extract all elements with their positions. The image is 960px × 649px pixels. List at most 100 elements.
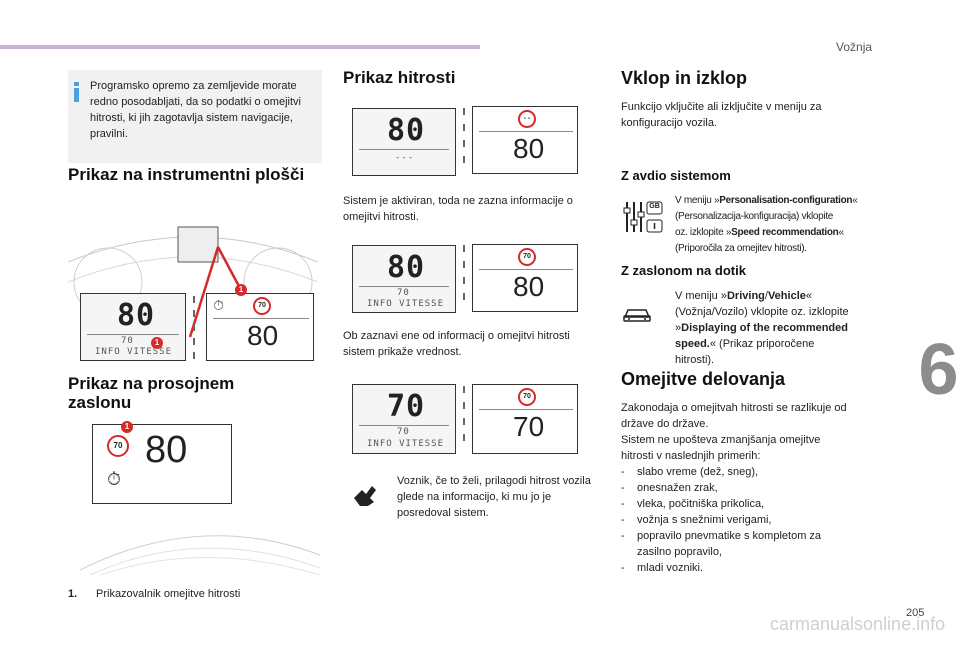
heading-hud: Prikaz na prosojnem zaslonu [68, 374, 235, 412]
separator [193, 352, 195, 359]
gb-label: GB [649, 203, 660, 210]
touch-line-2: (Vožnja/Vozilo) vklopite oz. izklopite [675, 306, 849, 318]
bullet-dash: - [621, 562, 625, 574]
intro-text: Funkcijo vključite ali izključite v meni… [621, 101, 822, 129]
text-detected: Ob zaznavi ene od informacij o omejitvi … [343, 330, 570, 358]
touch-line-4: speed.« (Prikaz priporočene [675, 338, 815, 350]
bullet-dash: - [621, 482, 625, 494]
speed-value: 80 [387, 113, 426, 148]
windshield-illustration [80, 500, 320, 575]
chapter-number: 6 [917, 315, 960, 425]
bullet-dash: - [621, 530, 625, 542]
heading-speed-display: Prikaz hitrosti [343, 68, 456, 87]
divider [213, 318, 309, 319]
divider [479, 131, 573, 132]
limits-line-4: hitrosti v naslednjih primerih: [621, 450, 761, 462]
separator [463, 277, 465, 284]
separator [193, 324, 195, 331]
separator [193, 310, 195, 317]
separator [463, 386, 465, 393]
separator [193, 296, 195, 303]
hud-sign: 70 [107, 435, 129, 457]
alt-speed: 80 [513, 271, 545, 302]
separator [463, 261, 465, 268]
car-icon [622, 304, 652, 324]
display-detected: 80 70 INFO VITESSE [352, 245, 456, 313]
callout-marker: 1 [151, 337, 163, 349]
cluster-alt-speed: 80 [247, 320, 279, 351]
separator [193, 338, 195, 345]
header-bar [0, 45, 480, 49]
divider [359, 149, 449, 150]
separator [463, 418, 465, 425]
heading-cluster: Prikaz na instrumentni plošči [68, 165, 305, 184]
info-label: INFO VITESSE [367, 439, 445, 449]
separator [463, 108, 465, 115]
divider [479, 269, 573, 270]
speed-value: 70 [387, 389, 426, 424]
text-no-info: Sistem je aktiviran, toda ne zazna infor… [343, 195, 573, 223]
footnote-number: 1. [68, 588, 78, 600]
audio-line-1: V meniju »Personalisation-configuration« [675, 195, 858, 206]
limit-value: --- [395, 153, 415, 163]
separator [463, 124, 465, 131]
separator [463, 245, 465, 252]
display-adjusted-alt: 70 70 [472, 384, 578, 454]
display-adjusted: 70 70 INFO VITESSE [352, 384, 456, 454]
callout-marker: 1 [235, 284, 247, 296]
watermark: carmanualsonline.info [770, 614, 946, 634]
limits-line-1: Zakonodaja o omejitvah hitrosti se razli… [621, 402, 847, 414]
heading-touch: Z zaslonom na dotik [621, 263, 746, 278]
list-item: zasilno popravilo, [637, 546, 722, 558]
page-number: 205 [906, 607, 925, 619]
limits-line-2: države do države. [621, 418, 709, 430]
display-no-info-alt: - - 80 [472, 106, 578, 174]
limits-line-3: Sistem ne upošteva zmanjšanja omejitve [621, 434, 821, 446]
info-icon [74, 82, 79, 102]
heading-audio: Z avdio sistemom [621, 168, 731, 183]
list-item: mladi vozniki. [637, 562, 704, 574]
text-driver-adjusts: Voznik, če to želi, prilagodi hitrost vo… [397, 475, 591, 519]
divider [359, 425, 449, 426]
speed-sign: 70 [518, 388, 536, 406]
separator [463, 140, 465, 147]
alt-speed: 80 [513, 133, 545, 164]
cluster-limit: 70 [121, 336, 134, 346]
speed-value: 80 [387, 250, 426, 285]
divider [359, 286, 449, 287]
touch-line-1: V meniju »Driving/Vehicle« [675, 290, 812, 302]
speedometer-icon: ⏱ [107, 469, 122, 489]
dashboard-illustration [68, 222, 318, 358]
list-item: onesnažen zrak, [637, 482, 718, 494]
separator [463, 293, 465, 300]
speedometer-icon: ⏱ [213, 297, 224, 313]
bullet-dash: - [621, 466, 625, 478]
section-title: Vožnja [836, 40, 873, 54]
speed-sign: 70 [253, 297, 271, 315]
audio-settings-icon: GB [622, 198, 664, 236]
info-box: Programsko opremo za zemljevide morate r… [68, 70, 322, 163]
hud-display: 70 80 ⏱ [92, 424, 232, 504]
limit-value: 70 [397, 288, 410, 298]
speed-sign: 70 [518, 248, 536, 266]
cluster-info: INFO VITESSE [95, 347, 173, 357]
touch-line-3: »Displaying of the recommended [675, 322, 848, 334]
info-text: Programsko opremo za zemljevide morate r… [90, 80, 301, 140]
audio-line-3: oz. izklopite »Speed recommendation« [675, 227, 844, 238]
display-detected-alt: 70 80 [472, 244, 578, 312]
list-item: vleka, počitniška prikolica, [637, 498, 765, 510]
separator [463, 156, 465, 163]
cluster-display: 80 70 INFO VITESSE [80, 293, 186, 361]
bullet-dash: - [621, 498, 625, 510]
audio-line-4: (Priporočila za omejitev hitrosti). [675, 243, 807, 254]
list-item: popravilo pnevmatike s kompletom za [637, 530, 822, 542]
heading-on-off: Vklop in izklop [621, 68, 748, 88]
hand-pointer-icon [350, 480, 380, 510]
audio-line-2: (Personalizacija-konfiguracija) vklopite [675, 211, 834, 222]
info-label: INFO VITESSE [367, 299, 445, 309]
list-item: vožnja s snežnimi verigami, [637, 514, 772, 526]
display-no-info: 80 --- [352, 108, 456, 176]
divider [87, 334, 179, 335]
touch-line-5: hitrosti). [675, 354, 715, 366]
hud-speed: 80 [145, 429, 188, 471]
